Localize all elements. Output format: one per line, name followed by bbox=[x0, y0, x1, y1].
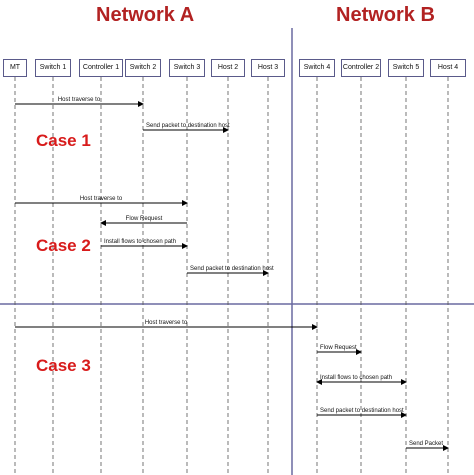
case-2-label: Case 2 bbox=[36, 236, 91, 255]
message-label: Send packet to destination host bbox=[190, 266, 274, 272]
participant-sw5: Switch 5 bbox=[388, 59, 424, 77]
participant-h3: Host 3 bbox=[251, 59, 285, 77]
participant-sw3: Switch 3 bbox=[169, 59, 205, 77]
participant-sw2: Switch 2 bbox=[125, 59, 161, 77]
message-label: Send packet to destination host bbox=[146, 123, 230, 129]
participant-h4: Host 4 bbox=[430, 59, 466, 77]
participant-c1: Controller 1 bbox=[79, 59, 123, 77]
message-label: Send packet to destination host bbox=[320, 408, 404, 414]
message-label: Host traverse to bbox=[58, 97, 101, 103]
message-label: Flow Request bbox=[320, 345, 357, 351]
case-1-label: Case 1 bbox=[36, 131, 91, 150]
participant-h2: Host 2 bbox=[211, 59, 245, 77]
network-b-title: Network B bbox=[336, 4, 435, 26]
case-3-label: Case 3 bbox=[36, 356, 91, 375]
network-a-title: Network A bbox=[96, 4, 195, 26]
participant-sw1: Switch 1 bbox=[35, 59, 71, 77]
message-label: Install flows to chosen path bbox=[104, 239, 176, 245]
participant-sw4: Switch 4 bbox=[299, 59, 335, 77]
message-label: Host traverse to bbox=[145, 320, 188, 326]
message-label: Flow Request bbox=[126, 216, 163, 222]
lifelines bbox=[14, 77, 449, 475]
message-label: Host traverse to bbox=[80, 196, 123, 202]
messages: Host traverse to Send packet to destinati… bbox=[15, 97, 449, 451]
participant-mt: MT bbox=[3, 59, 27, 77]
message-label: Install flows to chosen path bbox=[320, 375, 392, 381]
message-label: Send Packet bbox=[409, 441, 443, 447]
participant-c2: Controller 2 bbox=[341, 59, 381, 77]
